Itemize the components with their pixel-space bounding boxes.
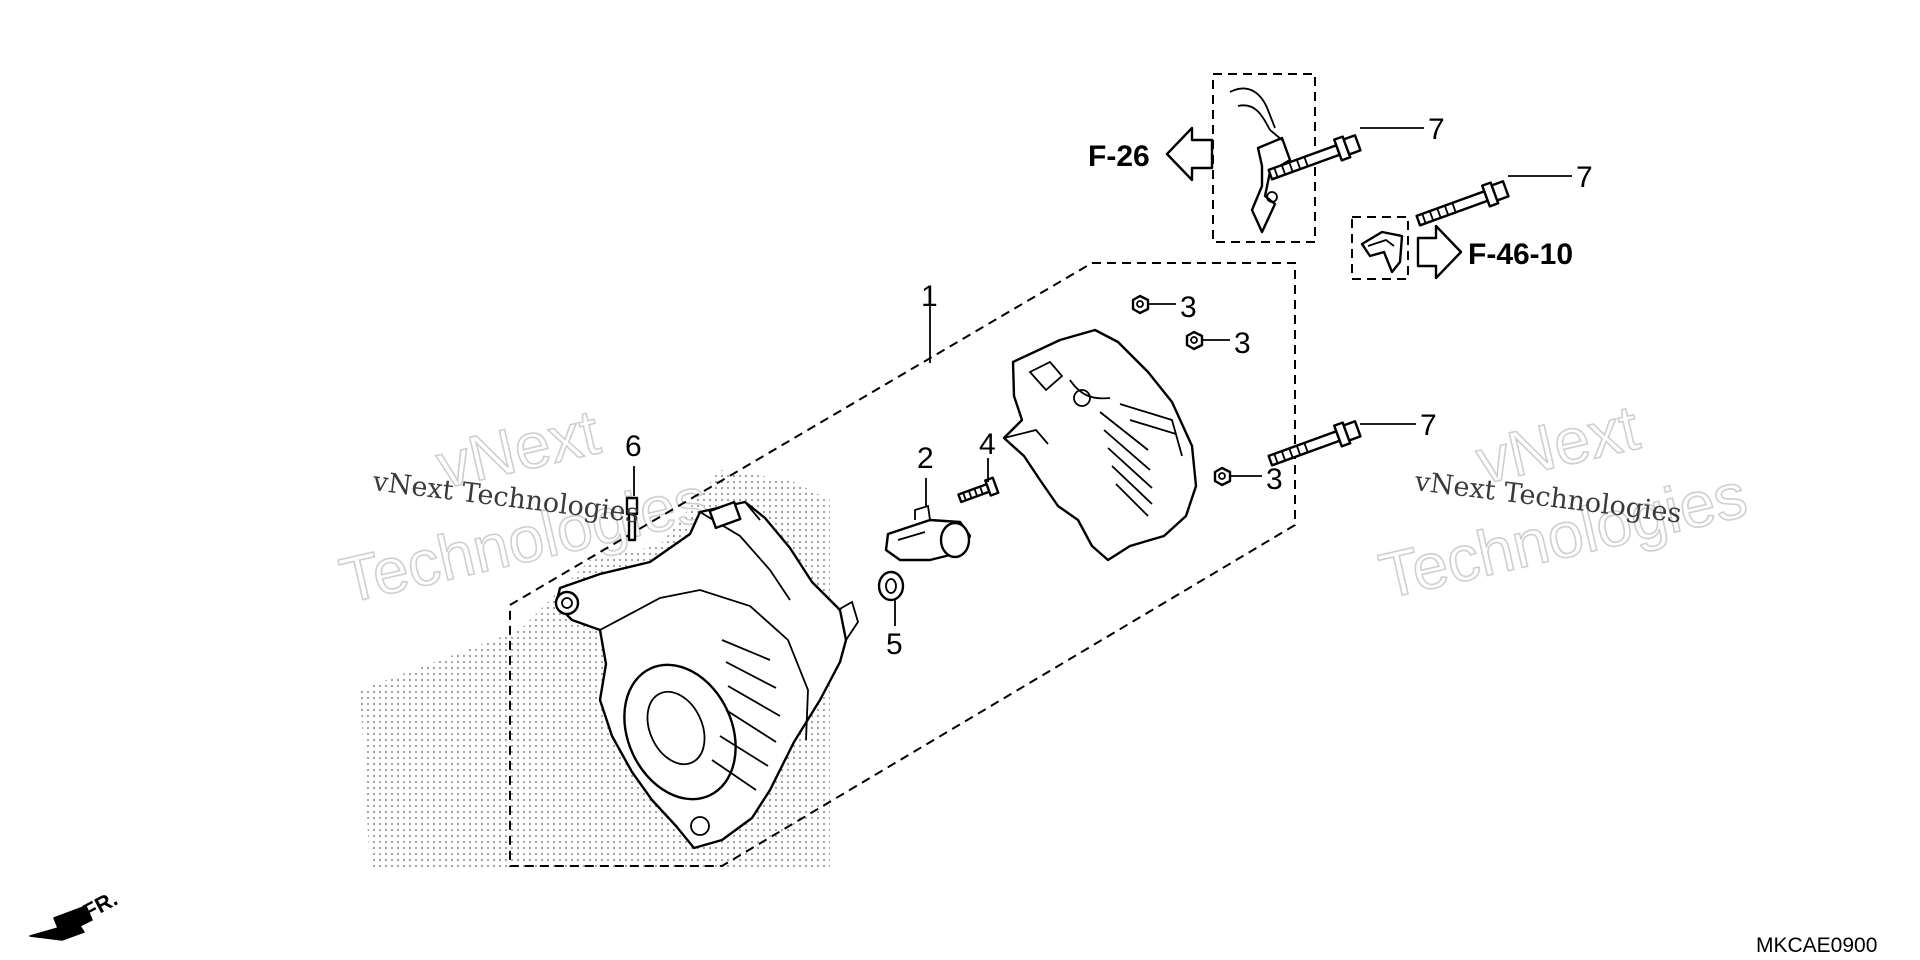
nut-3a xyxy=(1131,294,1150,315)
grommet-part xyxy=(1360,230,1404,274)
ref-arrow-f26 xyxy=(1165,126,1214,182)
callout-3a: 3 xyxy=(1180,291,1197,324)
ref-arrow-f46-10 xyxy=(1416,224,1463,280)
callout-7c: 7 xyxy=(1420,409,1437,442)
callout-5: 5 xyxy=(886,628,903,661)
wire-bracket-part xyxy=(1229,87,1292,234)
callout-3b: 3 xyxy=(1234,327,1251,360)
alternator-body-part xyxy=(554,500,859,850)
callout-6: 6 xyxy=(625,430,642,463)
nut-3c xyxy=(1213,466,1232,487)
callout-2: 2 xyxy=(917,442,934,475)
assembly-dashed-box xyxy=(509,262,1296,867)
bolt-7b xyxy=(1415,180,1510,227)
washer-part xyxy=(877,570,905,602)
callout-4: 4 xyxy=(979,428,996,461)
callout-1: 1 xyxy=(921,280,938,313)
bolt-6-part xyxy=(625,496,639,542)
leader-lines xyxy=(633,127,1572,626)
ref-label-f26: F-26 xyxy=(1088,140,1150,173)
callout-7b: 7 xyxy=(1576,161,1593,194)
bolt-7c xyxy=(1267,420,1362,467)
ref-label-f46-10: F-46-10 xyxy=(1468,238,1573,271)
front-arrow-icon xyxy=(29,905,93,941)
callout-7a: 7 xyxy=(1428,113,1445,146)
screw-4-part xyxy=(957,476,1000,504)
brush-holder-part xyxy=(884,504,972,562)
nut-3b xyxy=(1185,330,1204,351)
callout-3c: 3 xyxy=(1266,463,1283,496)
rear-cover-part xyxy=(1002,328,1198,562)
bolt-7a xyxy=(1267,134,1362,181)
diagram-code: MKCAE0900 xyxy=(1756,934,1877,957)
